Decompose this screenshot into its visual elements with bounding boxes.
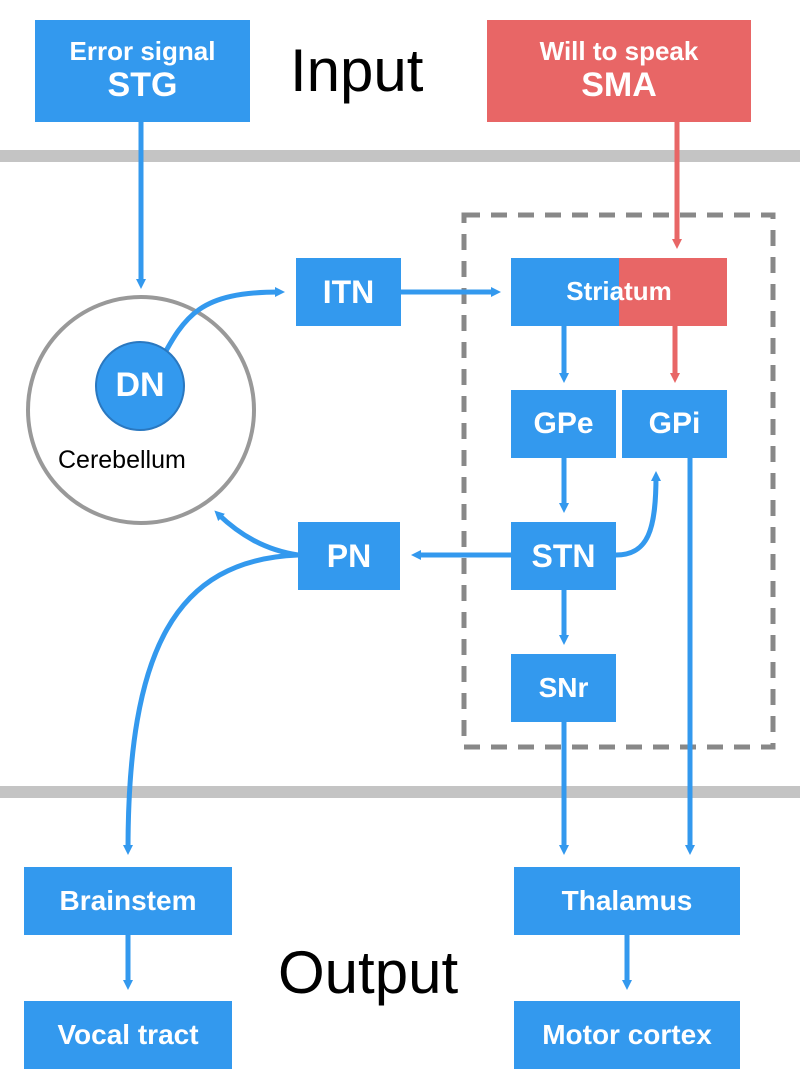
will-to-speak-line1: Will to speak [539,35,699,66]
basal-ganglia-frame [461,212,776,750]
arrow-dn-to-itn [157,287,285,364]
arrow-stn-to-gpi [615,471,661,558]
dn-node: DN [95,341,185,431]
snr-node: SNr [511,654,616,722]
gpe-label: GPe [533,406,594,440]
vocal-tract-label: Vocal tract [57,1018,199,1050]
motor-cortex-node: Motor cortex [514,1001,740,1069]
thalamus-node: Thalamus [514,867,740,935]
striatum-node: Striatum [511,258,727,326]
input-label: Input [290,37,424,104]
dn-label: DN [115,366,165,405]
gpi-label: GPi [648,406,701,440]
arrow-pn-to-cerebellum [214,510,299,558]
input-divider [0,150,800,162]
thalamus-label: Thalamus [561,884,693,916]
gpe-node: GPe [511,390,616,458]
output-divider [0,786,800,798]
snr-label: SNr [538,671,589,703]
error-signal-line1: Error signal [69,35,216,66]
error-signal-stg-node: Error signal STG [35,20,250,122]
will-to-speak-sma-node: Will to speak SMA [487,20,751,122]
brainstem-label: Brainstem [59,884,197,916]
striatum-label: Striatum [566,276,672,307]
cerebellum-label: Cerebellum [58,446,186,474]
error-signal-line2: STG [107,66,178,105]
itn-label: ITN [322,273,375,310]
itn-node: ITN [296,258,401,326]
output-label: Output [278,939,459,1006]
will-to-speak-line2: SMA [581,66,657,105]
gpi-node: GPi [622,390,727,458]
arrow-pn-to-brainstem [123,552,299,855]
pn-label: PN [326,537,372,574]
brainstem-node: Brainstem [24,867,232,935]
motor-cortex-label: Motor cortex [542,1018,712,1050]
stn-label: STN [531,537,596,574]
vocal-tract-node: Vocal tract [24,1001,232,1069]
pn-node: PN [298,522,400,590]
stn-node: STN [511,522,616,590]
